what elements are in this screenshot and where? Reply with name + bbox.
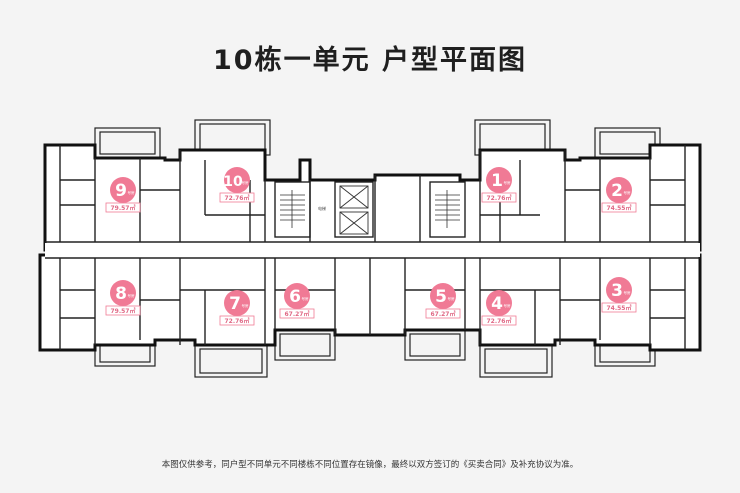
unit-suffix: 号房: [128, 190, 135, 195]
unit-suffix: 号房: [624, 190, 632, 195]
area-tag: [219, 192, 255, 203]
area-tag: [601, 202, 637, 213]
page-title: 10栋一单元 户型平面图: [213, 45, 527, 76]
unit-number: 7: [229, 294, 241, 314]
area-tag: [425, 308, 461, 319]
unit-number: 10: [223, 174, 243, 190]
unit-badge-circle: [606, 177, 632, 203]
stair-right: [435, 190, 460, 228]
unit-badge-circle: [110, 177, 136, 203]
unit-area: 72.76㎡: [225, 194, 250, 202]
unit-badge-circle: [224, 290, 250, 316]
unit-area: 74.55㎡: [607, 304, 632, 312]
elevator-shafts: [339, 185, 369, 235]
unit-area: 67.27㎡: [285, 310, 310, 318]
unit-number: 2: [611, 181, 623, 201]
area-tag: [279, 308, 315, 319]
unit-number: 9: [115, 181, 127, 201]
unit-area: 79.57㎡: [111, 204, 136, 212]
unit-suffix: 号房: [128, 293, 135, 298]
stair-left: [280, 190, 305, 228]
unit-badge-circle: [486, 167, 512, 193]
balconies: [94, 119, 661, 378]
unit-suffix: 号房: [504, 180, 512, 185]
unit-badge-circle: [430, 283, 456, 309]
unit-suffix: 号房: [448, 296, 456, 301]
unit-number: 1: [491, 171, 503, 191]
unit-badge-circle: [284, 283, 310, 309]
unit-suffix: 号房: [302, 296, 310, 301]
unit-badge-circle: [110, 280, 136, 306]
unit-suffix: 号房: [242, 303, 249, 308]
unit-area: 72.76㎡: [487, 194, 512, 202]
area-tag: [481, 192, 517, 203]
corridor: [45, 241, 700, 259]
unit-suffix: 号房: [504, 303, 512, 308]
unit-number: 5: [435, 287, 447, 307]
unit-number: 3: [611, 281, 623, 301]
unit-area: 72.76㎡: [487, 317, 512, 325]
unit-number: 8: [115, 284, 127, 304]
unit-area: 67.27㎡: [431, 310, 456, 318]
disclaimer-text: 本图仅供参考，同户型不同单元不同楼栋不同位置存在镜像，最终以双方签订的《买卖合同…: [161, 460, 579, 470]
unit-number: 6: [289, 287, 301, 307]
elevator-label: 电梯: [318, 205, 326, 211]
area-tag: [601, 302, 637, 313]
area-tag: [105, 305, 141, 316]
area-tag: [481, 315, 517, 326]
interior-walls: [59, 145, 686, 350]
area-tag: [219, 315, 255, 326]
unit-area: 74.55㎡: [607, 204, 632, 212]
unit-number: 4: [491, 294, 503, 314]
unit-badge-circle: [486, 290, 512, 316]
unit-badge-circle: [606, 277, 632, 303]
area-tag: [105, 202, 141, 213]
unit-suffix: 号房: [624, 290, 632, 295]
unit-badge-circle: [224, 167, 250, 193]
unit-area: 79.57㎡: [111, 307, 136, 315]
unit-area: 72.76㎡: [225, 317, 250, 325]
unit-suffix: 号房: [242, 180, 249, 185]
